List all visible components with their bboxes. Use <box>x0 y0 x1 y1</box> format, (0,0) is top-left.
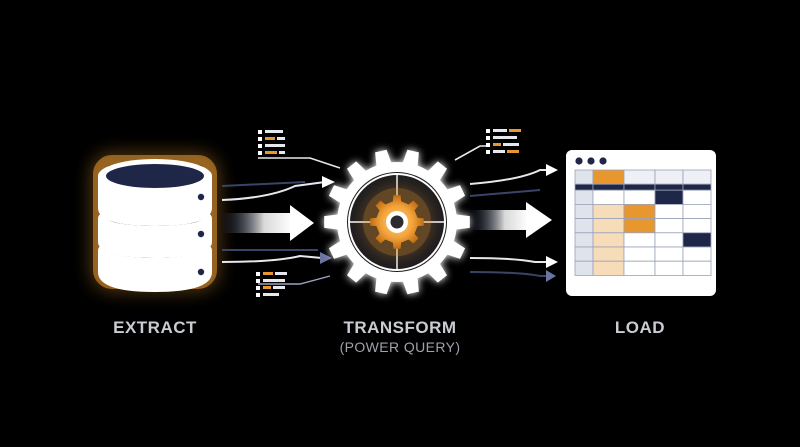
sheet-cell <box>682 218 712 234</box>
sheet-cell <box>654 246 684 262</box>
sheet-cell <box>623 246 656 262</box>
sheet-cell <box>654 183 684 191</box>
sheet-cell <box>592 260 625 276</box>
sheet-cell <box>574 169 594 185</box>
sheet-cell <box>623 183 656 191</box>
sheet-cell <box>623 260 656 276</box>
load-label: LOAD <box>614 318 666 337</box>
sheet-cell <box>682 246 712 262</box>
sheet-cell <box>682 232 712 248</box>
extract-flow-lines <box>221 157 341 285</box>
load-big-arrow <box>470 202 552 238</box>
sheet-cell <box>574 203 594 219</box>
sheet-cell <box>682 203 712 219</box>
sheet-cell <box>574 246 594 262</box>
code-snippet-icon <box>256 272 287 297</box>
extract-arrow-heads <box>320 176 335 264</box>
sheet-cell <box>574 260 594 276</box>
sheet-cell <box>623 232 656 248</box>
sheet-cell <box>623 189 656 205</box>
extract-big-arrow <box>222 205 314 241</box>
code-snippet-icon <box>486 129 521 154</box>
load-flow-lines <box>454 145 548 277</box>
load-arrow-heads <box>546 164 558 282</box>
transform-sublabel: (POWER QUERY) <box>339 339 461 355</box>
gear-hub-hole <box>390 215 404 229</box>
sheet-cell <box>682 183 712 191</box>
database-icon <box>93 155 217 292</box>
sheet-cell <box>592 232 625 248</box>
extract-label: EXTRACT <box>113 318 197 337</box>
sheet-cell <box>682 189 712 205</box>
sheet-cell <box>654 260 684 276</box>
sheet-cell <box>574 232 594 248</box>
spreadsheet-icon <box>566 150 716 296</box>
sheet-cell <box>654 218 684 234</box>
sheet-cell <box>654 169 684 185</box>
code-snippet-icon <box>258 130 285 155</box>
sheet-cell <box>592 169 625 185</box>
sheet-cell <box>682 169 712 185</box>
sheet-cell <box>592 246 625 262</box>
sheet-cell <box>654 203 684 219</box>
sheet-cell <box>623 203 656 219</box>
sheet-cell <box>623 169 656 185</box>
sheet-cell <box>682 260 712 276</box>
sheet-cell <box>574 189 594 205</box>
sheet-cell <box>654 232 684 248</box>
gear-icon <box>324 149 470 295</box>
sheet-cell <box>623 218 656 234</box>
sheet-cell <box>574 218 594 234</box>
sheet-cell <box>654 189 684 205</box>
transform-label: TRANSFORM <box>343 318 457 337</box>
sheet-cell <box>592 183 625 191</box>
sheet-cell <box>592 203 625 219</box>
sheet-cell <box>592 189 625 205</box>
sheet-cell <box>574 183 594 191</box>
sheet-cell <box>592 218 625 234</box>
